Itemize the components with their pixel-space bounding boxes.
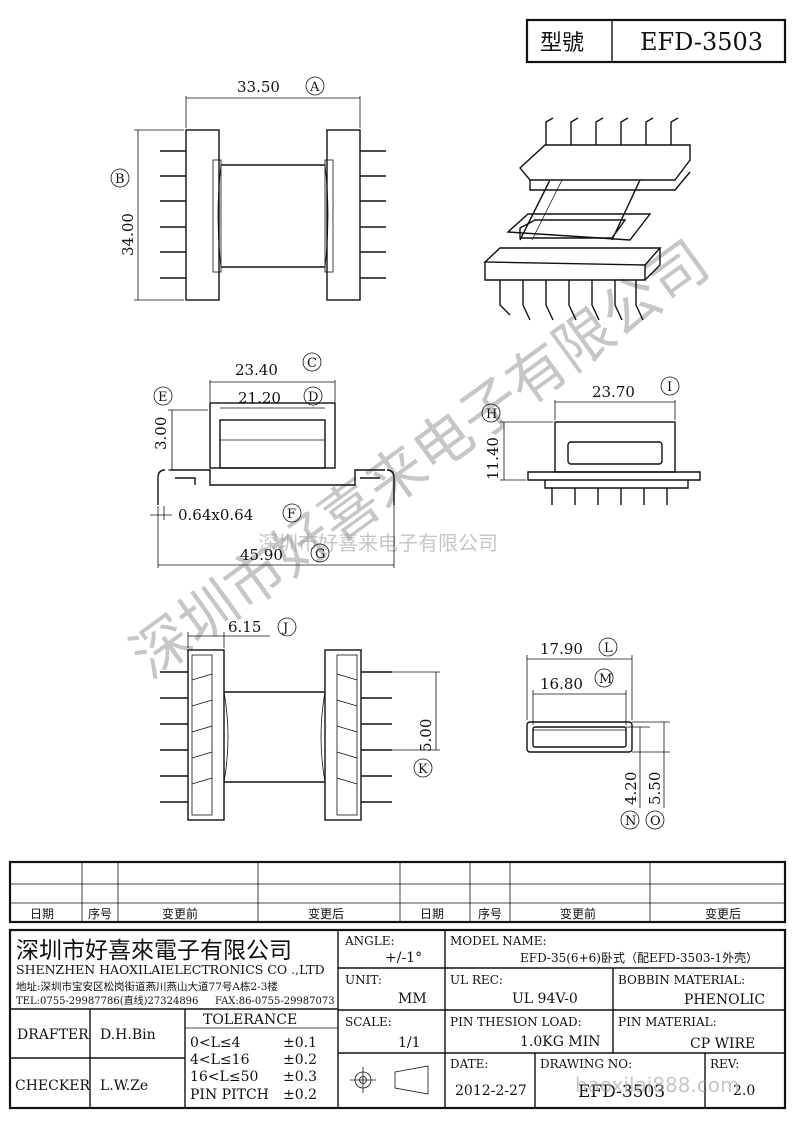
dim-g-letter: G <box>315 547 325 562</box>
bobbin-label: BOBBIN MATERIAL: <box>618 973 745 987</box>
dim-a-letter: A <box>309 80 320 95</box>
tol-range-3: 16<L≤50 <box>190 1069 258 1085</box>
tol-value-2: ±0.2 <box>283 1052 317 1068</box>
pin-material-value: CP WIRE <box>690 1036 755 1052</box>
company-fax: FAX:86-0755-29987073 <box>215 996 335 1007</box>
dim-e-letter: E <box>158 390 168 405</box>
unit-label: UNIT: <box>345 973 382 987</box>
rev-label: REV: <box>710 1057 739 1071</box>
dim-k-letter: K <box>418 762 428 777</box>
dim-h-letter: H <box>486 407 497 422</box>
scale-label: SCALE: <box>345 1015 392 1029</box>
checker-label: CHECKER <box>15 1078 91 1094</box>
front-view: 23.40 C 21.20 D 3.00 E 0.64x0.64 F 45.90… <box>150 352 395 568</box>
drawing-no-label: DRAWING NO: <box>540 1057 632 1071</box>
dim-n-letter: N <box>625 814 636 829</box>
dim-e-value: 3.00 <box>152 417 170 450</box>
dim-m-value: 16.80 <box>540 675 583 693</box>
scale-value: 1/1 <box>398 1035 421 1051</box>
company-address: 地址:深圳市宝安区松岗街道燕川燕山大道77号A栋2-3楼 <box>16 980 278 993</box>
watermark-site: haoxilai888.com <box>575 1073 740 1097</box>
company-tel: TEL:0755-29987786(直线)27324896 <box>16 994 198 1007</box>
title-block: 深圳市好喜來電子有限公司 SHENZHEN HAOXILAIELECTRONIC… <box>8 928 787 1110</box>
model-name-label: MODEL NAME: <box>450 934 547 948</box>
watermark-horizontal: 深圳市好喜来电子有限公司 <box>258 531 498 555</box>
tolerance-label: TOLERANCE <box>203 1012 297 1028</box>
ul-value: UL 94V-0 <box>512 991 578 1007</box>
dim-l-value: 17.90 <box>540 640 583 658</box>
dim-a-value: 33.50 <box>237 78 280 96</box>
rev-header-no-2: 序号 <box>478 906 502 921</box>
pin-material-label: PIN MATERIAL: <box>618 1015 717 1029</box>
bottom-view: 6.15 J 5.00 K <box>160 617 440 821</box>
dim-c-letter: C <box>307 356 317 371</box>
rev-header-no-1: 序号 <box>88 906 112 921</box>
angle-value: +/-1° <box>385 950 422 966</box>
model-value: EFD-3503 <box>640 28 763 56</box>
top-view: 33.50 A 34.00 B <box>110 76 386 301</box>
rev-header-before-2: 变更前 <box>560 906 596 921</box>
rev-header-date-2: 日期 <box>420 907 444 921</box>
section-view: 17.90 L 16.80 M 4.20 5.50 N O <box>526 637 670 830</box>
tol-value-4: ±0.2 <box>283 1087 317 1103</box>
header-box: 型號 EFD-3503 <box>525 18 787 64</box>
drawing-no-value: EFD-3503 <box>578 1082 665 1102</box>
rev-header-after-1: 变更后 <box>308 906 344 921</box>
dim-f-value: 0.64x0.64 <box>178 506 253 524</box>
dim-k-value: 5.00 <box>417 719 435 752</box>
model-label: 型號 <box>540 31 584 56</box>
checker-value: L.W.Ze <box>100 1078 148 1094</box>
angle-label: ANGLE: <box>344 934 395 948</box>
tol-value-1: ±0.1 <box>283 1035 317 1051</box>
dim-i-letter: I <box>667 380 672 395</box>
unit-value: MM <box>398 991 427 1007</box>
rev-header-after-2: 变更后 <box>705 906 741 921</box>
dim-j-letter: J <box>281 621 288 636</box>
side-view: 23.70 I 11.40 H <box>481 376 701 505</box>
tol-range-1: 0<L≤4 <box>190 1035 241 1051</box>
watermark-diagonal: 深圳市好喜来电子有限公司 <box>118 227 721 691</box>
dim-g-value: 45.90 <box>240 546 283 564</box>
dim-h-value: 11.40 <box>484 437 502 480</box>
dim-d-letter: D <box>308 390 318 405</box>
company-name-en: SHENZHEN HAOXILAIELECTRONICS CO .,LTD <box>16 962 325 977</box>
rev-header-date-1: 日期 <box>30 907 54 921</box>
load-value: 1.0KG MIN <box>520 1034 600 1050</box>
revision-table: 日期 序号 变更前 变更后 日期 序号 变更前 变更后 <box>8 860 787 924</box>
dim-o-value: 5.50 <box>646 772 664 805</box>
dim-f-letter: F <box>287 507 296 522</box>
dim-c-value: 23.40 <box>235 361 278 379</box>
ul-label: UL REC: <box>450 973 503 987</box>
dim-i-value: 23.70 <box>592 383 635 401</box>
projection-symbol-icon <box>350 1065 429 1095</box>
tol-range-2: 4<L≤16 <box>190 1052 250 1068</box>
load-label: PIN THESION LOAD: <box>450 1015 582 1029</box>
tol-range-4: PIN PITCH <box>190 1087 269 1103</box>
dim-b-value: 34.00 <box>119 213 137 256</box>
dim-b-letter: B <box>115 172 125 187</box>
dim-n-value: 4.20 <box>622 772 640 805</box>
dim-o-letter: O <box>650 814 661 829</box>
company-name-cn: 深圳市好喜來電子有限公司 <box>16 938 292 964</box>
dim-d-value: 21.20 <box>238 389 281 407</box>
drafter-label: DRAFTER <box>17 1027 89 1043</box>
rev-header-before-1: 变更前 <box>162 906 198 921</box>
model-name-value: EFD-35(6+6)卧式（配EFD-3503-1外壳） <box>520 951 758 965</box>
dim-j-value: 6.15 <box>228 618 261 636</box>
rev-value: 2.0 <box>733 1083 755 1099</box>
date-value: 2012-2-27 <box>455 1083 527 1099</box>
tol-value-3: ±0.3 <box>283 1069 317 1085</box>
bobbin-value: PHENOLIC <box>684 992 765 1008</box>
dim-m-letter: M <box>599 672 612 687</box>
iso-view <box>483 117 691 321</box>
drafter-value: D.H.Bin <box>100 1027 156 1043</box>
watermark: 深圳市好喜来电子有限公司 深圳市好喜来电子有限公司 <box>118 227 721 691</box>
dim-l-letter: L <box>604 641 613 656</box>
date-label: DATE: <box>450 1057 488 1071</box>
